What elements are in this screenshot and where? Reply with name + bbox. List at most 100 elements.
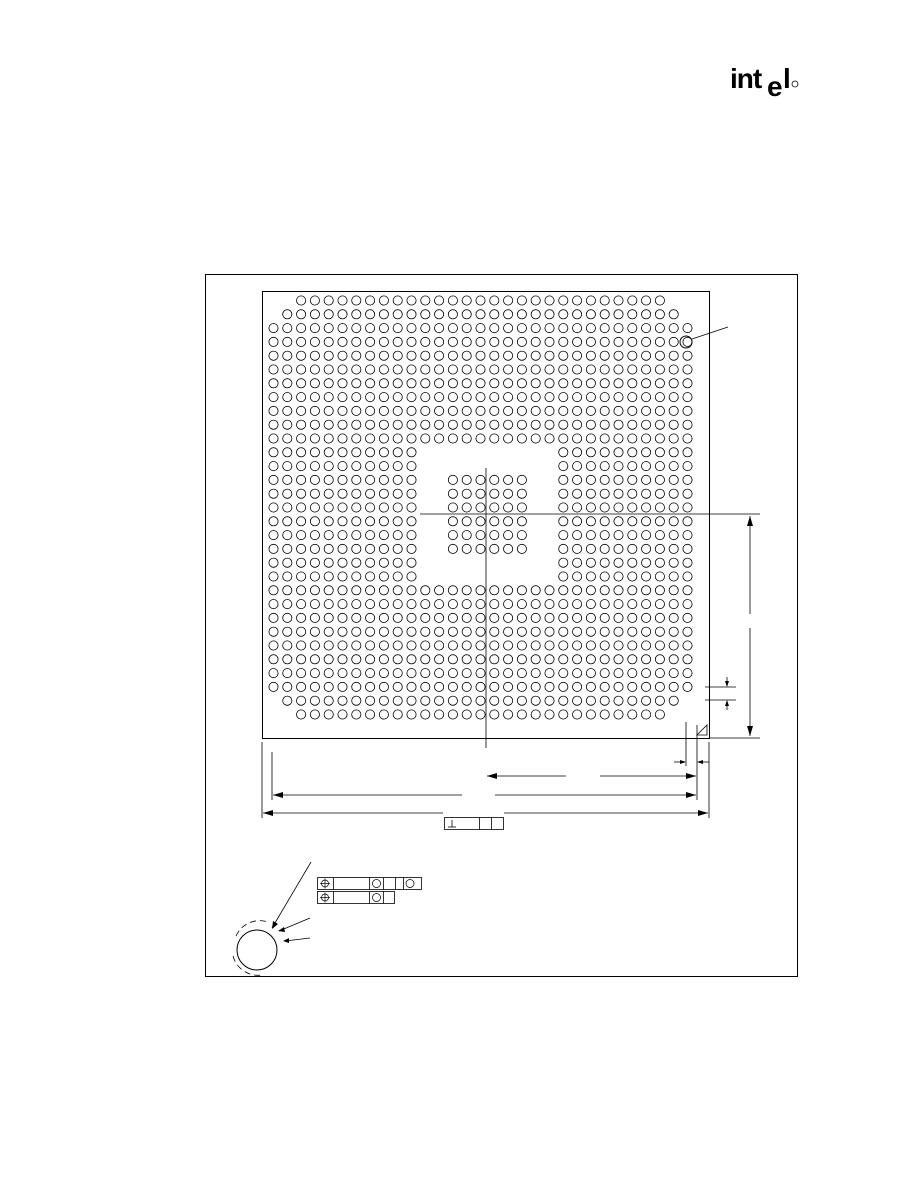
solder-ball — [572, 557, 583, 568]
solder-ball — [406, 530, 417, 541]
solder-ball — [351, 668, 362, 679]
solder-ball — [337, 378, 348, 389]
solder-ball — [627, 640, 638, 651]
solder-ball — [641, 323, 652, 334]
solder-ball — [572, 695, 583, 706]
solder-ball — [392, 447, 403, 458]
solder-ball — [641, 516, 652, 527]
solder-ball — [406, 543, 417, 554]
solder-ball — [475, 543, 486, 554]
solder-ball — [503, 612, 514, 623]
solder-ball — [296, 433, 307, 444]
solder-ball — [309, 599, 320, 610]
solder-ball — [641, 571, 652, 582]
solder-ball — [668, 378, 679, 389]
solder-ball — [613, 502, 624, 513]
solder-ball — [585, 364, 596, 375]
solder-ball — [461, 709, 472, 720]
solder-ball — [392, 309, 403, 320]
solder-ball — [461, 323, 472, 334]
solder-ball — [503, 336, 514, 347]
solder-ball — [351, 323, 362, 334]
solder-ball — [585, 295, 596, 306]
solder-ball — [544, 336, 555, 347]
solder-ball — [654, 543, 665, 554]
solder-ball — [296, 695, 307, 706]
solder-ball — [365, 295, 376, 306]
solder-ball — [309, 640, 320, 651]
solder-ball — [516, 640, 527, 651]
solder-ball — [282, 323, 293, 334]
dim-package-arrow-right — [698, 810, 708, 816]
solder-ball — [475, 474, 486, 485]
solder-ball — [282, 640, 293, 651]
solder-ball — [337, 709, 348, 720]
solder-ball — [516, 419, 527, 430]
solder-ball — [613, 516, 624, 527]
solder-ball — [558, 378, 569, 389]
solder-ball — [585, 433, 596, 444]
solder-ball — [558, 695, 569, 706]
solder-ball — [613, 364, 624, 375]
solder-ball — [489, 695, 500, 706]
solder-ball — [351, 681, 362, 692]
solder-ball — [447, 502, 458, 513]
solder-ball — [282, 336, 293, 347]
solder-ball — [447, 612, 458, 623]
solder-ball — [475, 350, 486, 361]
solder-ball — [668, 571, 679, 582]
solder-ball — [668, 516, 679, 527]
solder-ball — [351, 350, 362, 361]
solder-ball — [654, 419, 665, 430]
solder-ball — [268, 626, 279, 637]
solder-ball — [296, 461, 307, 472]
solder-ball — [406, 599, 417, 610]
solder-ball — [309, 378, 320, 389]
solder-ball — [365, 585, 376, 596]
solder-ball — [351, 599, 362, 610]
solder-ball — [268, 681, 279, 692]
solder-ball — [406, 461, 417, 472]
solder-ball — [378, 488, 389, 499]
solder-ball — [599, 447, 610, 458]
solder-ball — [392, 392, 403, 403]
solder-ball — [489, 419, 500, 430]
solder-ball — [641, 557, 652, 568]
solder-ball — [627, 709, 638, 720]
solder-ball — [365, 405, 376, 416]
solder-ball — [323, 502, 334, 513]
solder-ball — [351, 474, 362, 485]
solder-ball — [434, 695, 445, 706]
solder-ball — [323, 530, 334, 541]
solder-ball — [351, 295, 362, 306]
solder-ball — [406, 488, 417, 499]
solder-ball — [378, 557, 389, 568]
position-tolerance-frame-1 — [317, 877, 422, 890]
solder-ball — [682, 530, 693, 541]
solder-ball — [406, 585, 417, 596]
solder-ball — [613, 474, 624, 485]
reference-ball-highlight — [679, 335, 693, 349]
solder-ball — [406, 502, 417, 513]
solder-ball — [599, 474, 610, 485]
svg-text:l: l — [783, 63, 791, 94]
solder-ball — [323, 488, 334, 499]
solder-ball — [351, 585, 362, 596]
solder-ball — [641, 599, 652, 610]
solder-ball — [351, 336, 362, 347]
solder-ball — [668, 681, 679, 692]
solder-ball — [406, 447, 417, 458]
pin1-corner-mark — [696, 724, 708, 736]
solder-ball — [572, 599, 583, 610]
solder-ball — [365, 543, 376, 554]
solder-ball — [337, 350, 348, 361]
solder-ball — [613, 668, 624, 679]
solder-ball — [296, 585, 307, 596]
solder-ball — [392, 585, 403, 596]
solder-ball — [296, 392, 307, 403]
detail-leader-arrow-1 — [272, 921, 278, 929]
solder-ball — [282, 668, 293, 679]
solder-ball — [558, 640, 569, 651]
solder-ball — [627, 336, 638, 347]
solder-ball — [268, 530, 279, 541]
